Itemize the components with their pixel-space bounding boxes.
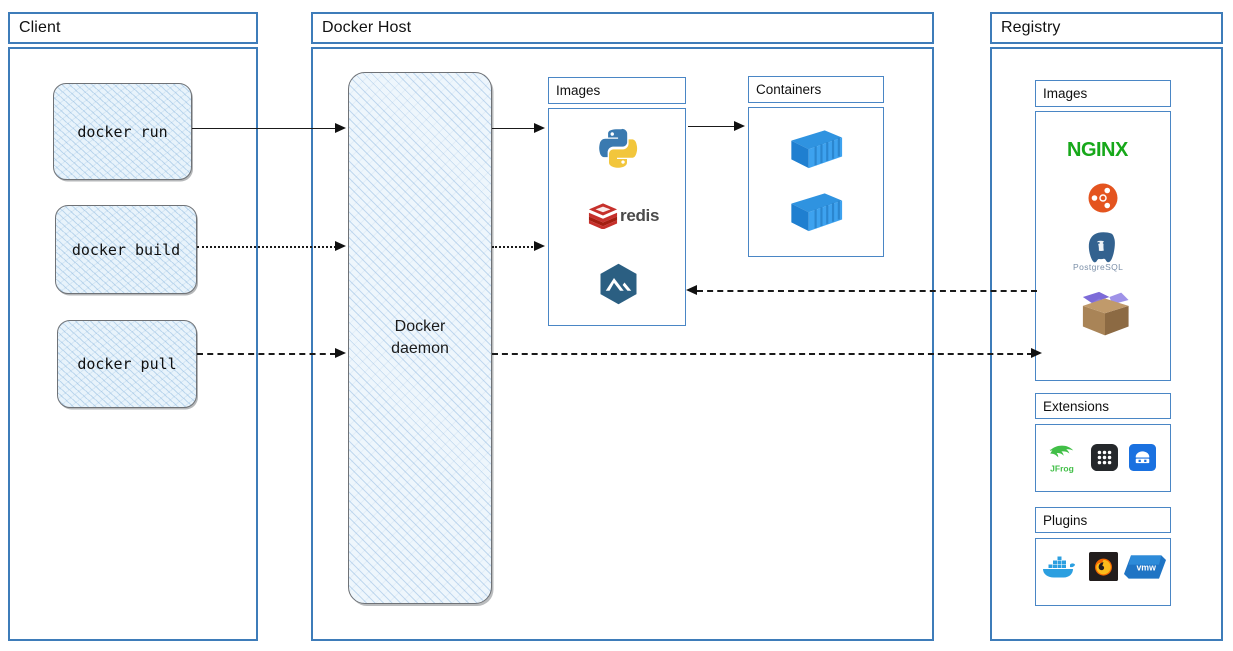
subpanel-body-host-containers [748,107,884,257]
nginx-logo-icon: NGINX [1067,139,1128,161]
postgresql-wordmark-label: PostgreSQL [1073,262,1124,272]
connector-daemon-to-registry [492,353,1033,355]
connector-build-to-daemon [197,246,336,248]
command-docker-pull-label: docker pull [77,355,177,373]
package-box-icon [1082,291,1129,336]
command-docker-build-label: docker build [71,240,181,259]
command-docker-run-label: docker run [77,122,168,141]
connector-run-to-daemon-arrowhead [335,122,346,133]
subpanel-title-registry-images: Images [1035,80,1171,107]
jfrog-logo-icon: JFrog [1049,445,1074,473]
shipping-container-icon [791,130,843,169]
panel-title-client-label: Client [19,19,61,36]
connector-images-to-containers [688,126,736,127]
connector-daemon-to-images-build [492,246,536,248]
redis-wordmark-label: redis [620,206,660,225]
panel-title-docker-host-label: Docker Host [322,19,412,36]
connector-pull-to-daemon [197,353,336,355]
docker-daemon-label-line2: daemon [391,340,449,357]
connector-daemon-to-images-arrowhead [534,122,545,133]
command-docker-run[interactable]: docker run [53,83,192,180]
ubuntu-logo-icon [1088,183,1118,213]
svg-text:vmw: vmw [1136,563,1156,573]
command-docker-build[interactable]: docker build [55,205,197,294]
docker-daemon-box[interactable]: Docker daemon [348,72,492,604]
connector-daemon-to-registry-arrowhead [1031,347,1042,358]
connector-pull-to-daemon-arrowhead [335,347,346,358]
svg-text:JFrog: JFrog [1050,463,1074,473]
docker-daemon-label-line1: Docker [394,318,446,336]
command-docker-pull[interactable]: docker pull [57,320,197,408]
app-grid-icon [1091,444,1118,471]
connector-daemon-to-images [492,128,536,129]
python-logo-icon [599,128,638,168]
connector-images-to-containers-arrowhead [734,120,745,131]
vmware-logo-icon: vmw [1124,555,1166,579]
panel-title-client: Client [8,12,258,44]
subpanel-title-registry-extensions: Extensions [1035,393,1171,419]
postgresql-logo-icon [1088,232,1115,263]
panel-title-docker-host: Docker Host [311,12,934,44]
portainer-logo-icon [1129,444,1156,471]
connector-registry-to-images [697,290,1037,292]
grafana-logo-icon [1089,552,1118,581]
subpanel-title-registry-extensions-label: Extensions [1043,398,1110,414]
subpanel-title-registry-images-label: Images [1043,86,1088,101]
subpanel-title-registry-plugins-label: Plugins [1043,512,1088,528]
redis-logo-icon [588,203,618,229]
docker-whale-icon [1043,556,1075,578]
panel-title-registry: Registry [990,12,1223,44]
connector-registry-to-images-arrowhead [686,284,697,295]
connector-daemon-to-images-build-arrowhead [534,240,545,251]
subpanel-title-registry-plugins: Plugins [1035,507,1171,533]
subpanel-title-host-containers: Containers [748,76,884,103]
panel-title-registry-label: Registry [1001,19,1061,36]
connector-run-to-daemon [192,128,336,129]
subpanel-title-host-containers-label: Containers [756,82,822,97]
shipping-container-icon [791,193,843,232]
subpanel-title-host-images-label: Images [556,83,601,98]
alpine-logo-icon [600,263,637,305]
subpanel-title-host-images: Images [548,77,686,104]
connector-build-to-daemon-arrowhead [335,240,346,251]
